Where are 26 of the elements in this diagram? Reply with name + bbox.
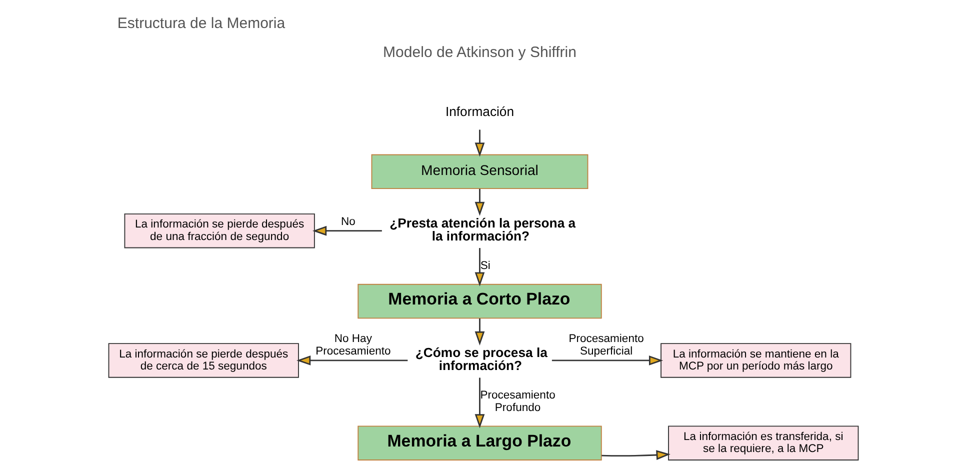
arrow (474, 318, 485, 346)
node-box: Memoria a Corto Plazo (358, 284, 602, 319)
arrow (474, 378, 485, 428)
node-box: La información es transferida, si se la requiere, a la MCP (668, 426, 859, 460)
arrow (296, 356, 408, 366)
arrow (474, 248, 485, 286)
node-box: La información se pierde después de una fracción de segundo (124, 213, 315, 248)
edge-label: Si (480, 260, 490, 272)
diagram-title: Estructura de la Memoria (117, 14, 286, 32)
arrow (602, 450, 670, 460)
arrow (474, 188, 485, 216)
node-text: ¿Cómo se procesa la información? (415, 344, 548, 374)
edge-label: No Hay Procesamiento (316, 333, 391, 358)
edge-label: Procesamiento Superficial (568, 333, 644, 358)
edge-label: Procesamiento Profundo (480, 390, 556, 414)
node-box: Memoria Sensorial (371, 154, 588, 190)
node-box: La información se mantiene en la MCP por un período más largo (660, 343, 852, 378)
node-text: ¿Presta atención la persona a la información? (390, 215, 576, 244)
node-text: Información (445, 104, 514, 119)
arrow (474, 130, 485, 157)
node-box: La información se pierde después de cerca de 15 segundos (108, 343, 299, 378)
arrow (312, 226, 382, 236)
arrow (552, 356, 664, 366)
edge-label: No (341, 216, 356, 228)
label: Modelo de Atkinson y Shiffrin (383, 44, 576, 61)
node-box: Memoria a Largo Plazo (358, 426, 602, 460)
